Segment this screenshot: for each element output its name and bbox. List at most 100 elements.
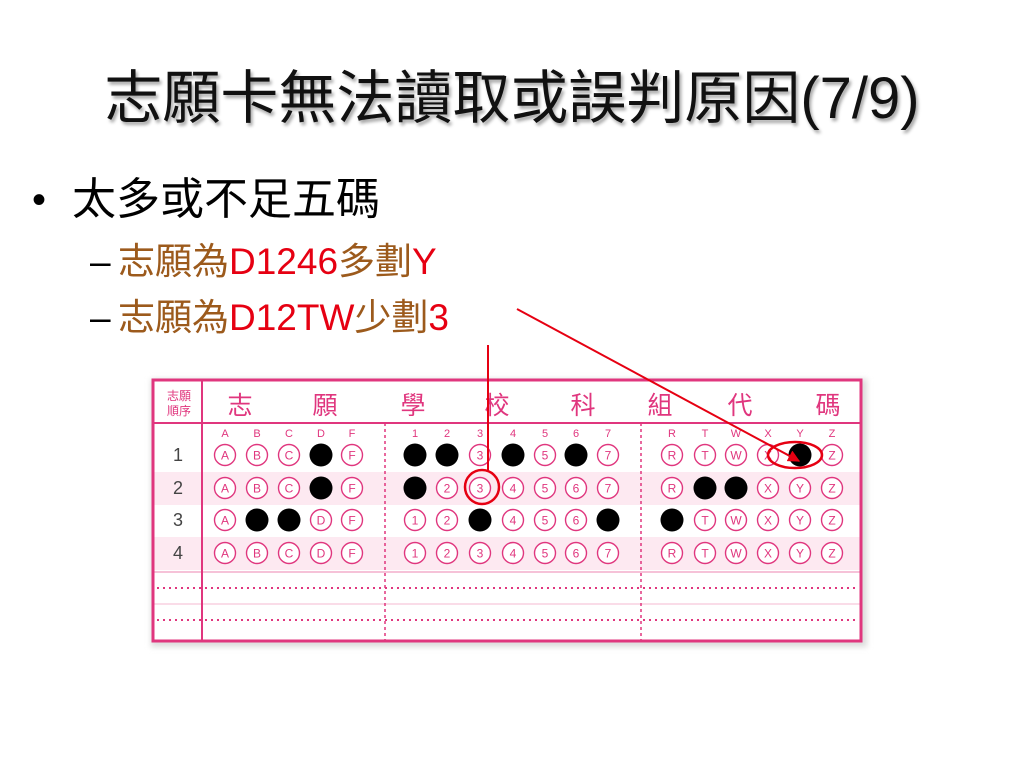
sub-bullet-extra-mark: – 志願為D1246多劃Y: [0, 241, 600, 283]
sub-bullet-part: 少劃: [354, 297, 429, 338]
bubble-letter: X: [764, 514, 772, 528]
bubble-outline: [693, 541, 717, 565]
bubble-outline: [788, 476, 812, 500]
bubble-outline: [468, 443, 492, 467]
sub-bullet-dash: –: [90, 241, 111, 282]
bubble-row-3-4: 4: [501, 508, 525, 532]
bubble-row-2-2: 2: [435, 476, 459, 500]
bubble-letter: 1: [412, 547, 419, 561]
row-order-number: 3: [173, 510, 183, 530]
bubble-row-1-R: R: [660, 443, 684, 467]
slide-title: 志願卡無法讀取或誤判原因(7/9): [104, 66, 920, 131]
bubble-outline: [660, 476, 684, 500]
bubble-outline: [468, 541, 492, 565]
bubble-row-2-7: 7: [596, 476, 620, 500]
bubble-row-4-T: T: [693, 541, 717, 565]
bubble-outline: [501, 541, 525, 565]
bubble-letter: D: [317, 514, 326, 528]
bubble-outline: [309, 541, 333, 565]
bubble-letter: 3: [477, 449, 484, 463]
filled-mark: [309, 443, 333, 467]
bubble-row-4-C: C: [277, 541, 301, 565]
bubble-row-2-R: R: [660, 476, 684, 500]
filled-mark: [788, 443, 812, 467]
filled-bubble-row-3-R: [660, 508, 684, 532]
highlight-circle-missing-mark: [463, 468, 501, 506]
row-order-number: 1: [173, 445, 183, 465]
bubble-outline: [403, 508, 427, 532]
bubble-letter: R: [668, 482, 677, 496]
bubble-outline: [245, 541, 269, 565]
bubble-letter: R: [668, 547, 677, 561]
filled-mark: [693, 476, 717, 500]
filled-mark: [564, 443, 588, 467]
bubble-letter: Z: [828, 449, 835, 463]
bubble-letter: 6: [573, 547, 580, 561]
sub-bullet-code: Y: [412, 241, 437, 282]
highlight-oval-extra-mark: [766, 440, 824, 470]
column-letter-T: T: [702, 428, 709, 440]
bubble-row-2-4: 4: [501, 476, 525, 500]
filled-mark: [468, 508, 492, 532]
bubble-letter: W: [730, 449, 742, 463]
bubble-outline: [820, 508, 844, 532]
bubble-outline: [340, 443, 364, 467]
bubble-letter: X: [764, 547, 772, 561]
bubble-letter: W: [730, 547, 742, 561]
column-letter-A: A: [221, 428, 229, 440]
filled-bubble-row-1-6: [564, 443, 588, 467]
filled-bubble-row-3-7: [596, 508, 620, 532]
column-letter-2: 2: [444, 428, 450, 440]
bubble-letter: 1: [412, 514, 419, 528]
sub-bullet-part: 多劃: [338, 241, 413, 282]
bubble-letter: B: [253, 482, 261, 496]
bubble-letter: 5: [542, 514, 549, 528]
bubble-row-4-W: W: [724, 541, 748, 565]
bubble-row-2-A: A: [213, 476, 237, 500]
bubble-row-2-5: 5: [533, 476, 557, 500]
bubble-row-3-W: W: [724, 508, 748, 532]
column-letter-Y: Y: [796, 428, 804, 440]
bubble-letter: T: [701, 547, 709, 561]
bubble-letter: F: [348, 547, 355, 561]
bubble-row-2-Z: Z: [820, 476, 844, 500]
column-letter-1: 1: [412, 428, 418, 440]
filled-bubble-row-3-3: [468, 508, 492, 532]
bubble-row-1-W: W: [724, 443, 748, 467]
bubble-row-3-A: A: [213, 508, 237, 532]
bubble-outline: [724, 508, 748, 532]
bubble-letter: C: [285, 547, 294, 561]
bubble-outline: [724, 443, 748, 467]
filled-mark: [435, 443, 459, 467]
bubble-row-4-2: 2: [435, 541, 459, 565]
order-header-line-1: 志願: [167, 389, 191, 403]
bubble-letter: B: [253, 449, 261, 463]
filled-mark: [501, 443, 525, 467]
bubble-letter: Y: [796, 514, 804, 528]
bubble-outline: [756, 508, 780, 532]
bubble-row-1-B: B: [245, 443, 269, 467]
bubble-letter: F: [348, 514, 355, 528]
bubble-outline: [533, 541, 557, 565]
bubble-row-1-3: 3: [468, 443, 492, 467]
bubble-letter: 3: [477, 547, 484, 561]
sub-bullet-dash: –: [90, 297, 111, 338]
filled-bubble-row-3-B: [245, 508, 269, 532]
bubble-outline: [340, 541, 364, 565]
bubble-row-3-D: D: [309, 508, 333, 532]
bubble-letter: Y: [796, 482, 804, 496]
bubble-row-4-7: 7: [596, 541, 620, 565]
bubble-outline: [213, 443, 237, 467]
bubble-outline: [277, 476, 301, 500]
bubble-letter: Z: [828, 514, 835, 528]
bubble-row-1-A: A: [213, 443, 237, 467]
bubble-row-2-B: B: [245, 476, 269, 500]
bullet-text: 太多或不足五碼: [72, 175, 380, 224]
bubble-row-1-F: F: [340, 443, 364, 467]
filled-mark: [403, 476, 427, 500]
bubble-letter: A: [221, 514, 229, 528]
bubble-outline: [533, 508, 557, 532]
bubble-letter: X: [764, 482, 772, 496]
filled-bubble-row-2-T: [693, 476, 717, 500]
bubble-letter: Z: [828, 547, 835, 561]
